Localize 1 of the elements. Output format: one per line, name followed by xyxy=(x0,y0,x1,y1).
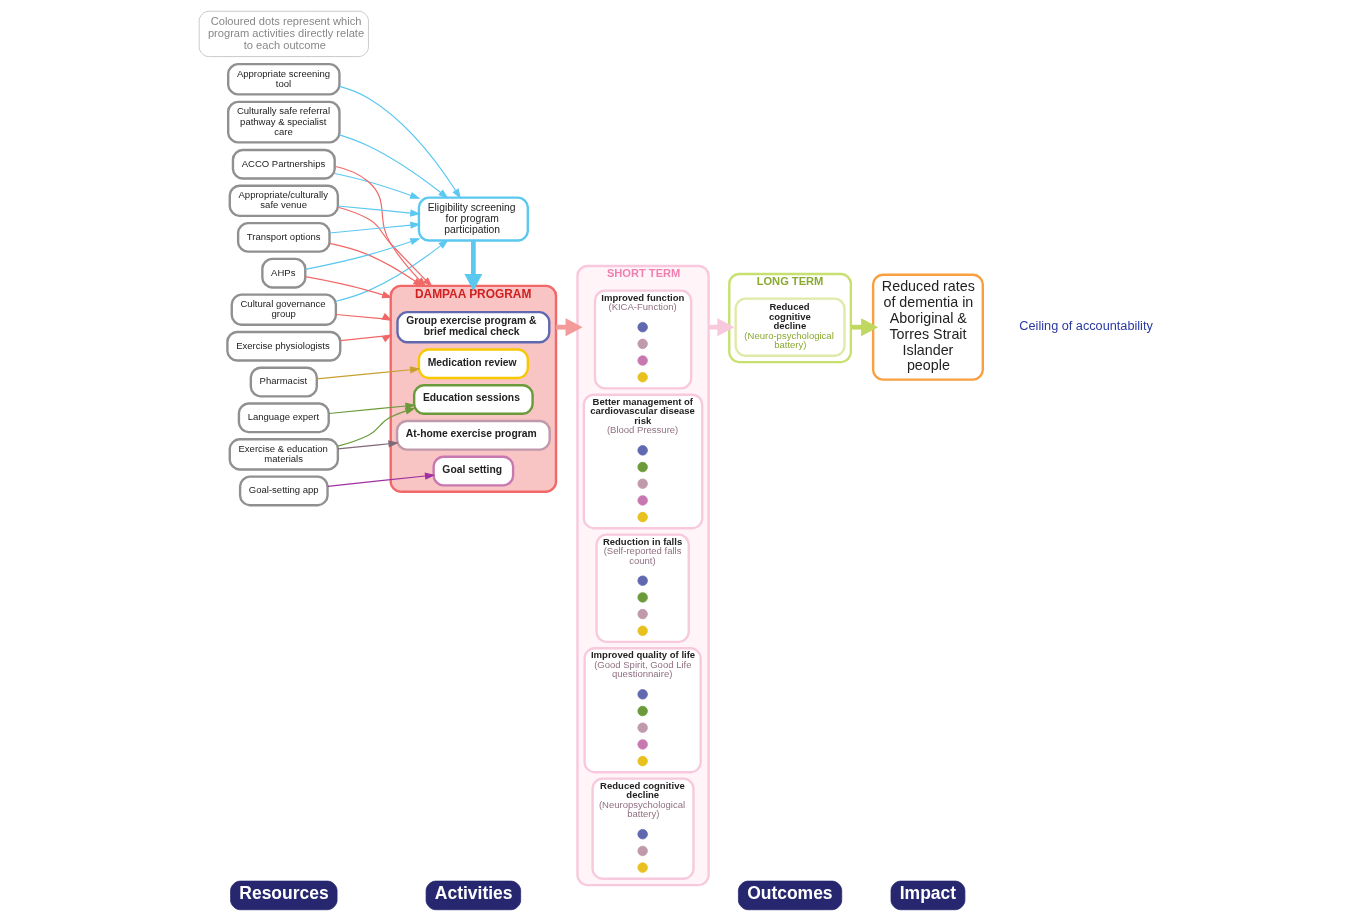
label: Ceiling of accountability xyxy=(1019,318,1153,334)
